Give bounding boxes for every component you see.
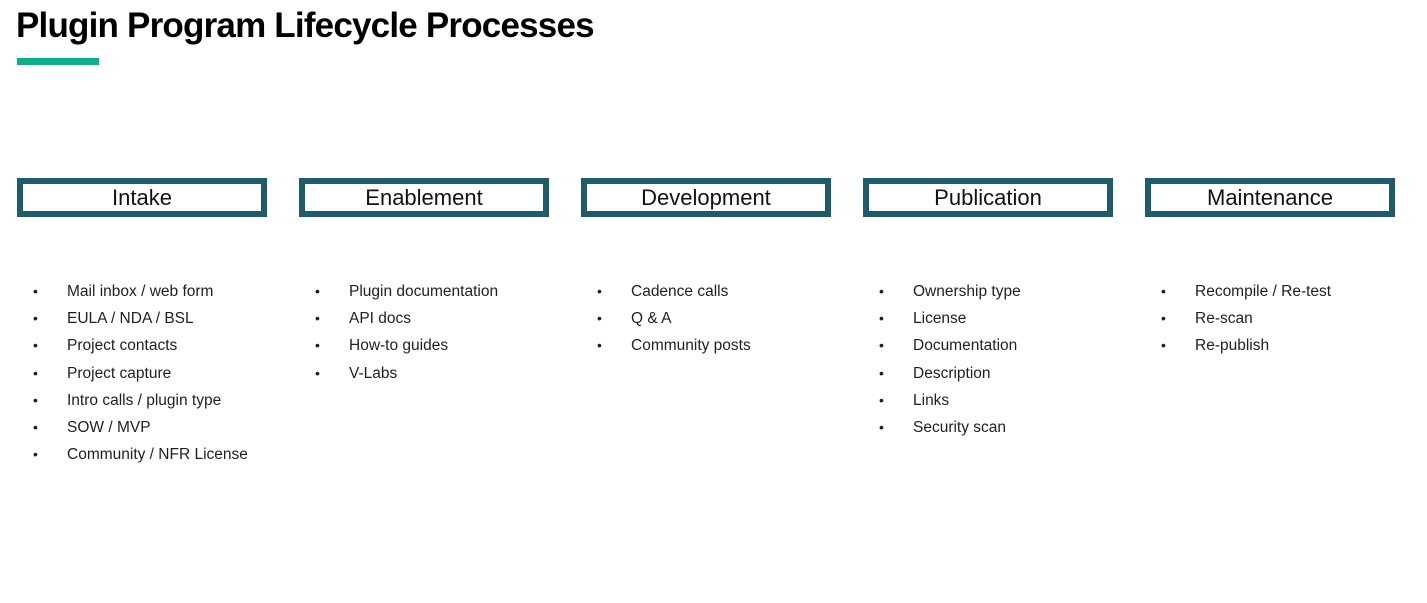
list-item-text: V-Labs — [349, 364, 398, 382]
list-item: • License — [863, 305, 1113, 332]
stage-item-list: • Cadence calls • Q & A • Community posts — [581, 278, 831, 360]
list-item-text: Mail inbox / web form — [67, 283, 214, 300]
list-item: • Security scan — [863, 414, 1113, 441]
list-item: • V-Labs — [299, 360, 549, 387]
list-item-text: Plugin documentation — [349, 283, 499, 300]
list-item-text: Project capture — [67, 364, 172, 382]
stage-header-box-intake: Intake — [17, 178, 267, 217]
title-accent-bar — [17, 58, 99, 65]
stage-column-maintenance: Maintenance • Recompile / Re-test • Re-scan… — [1145, 178, 1395, 468]
bullet-icon: • — [1161, 310, 1166, 327]
stage-item-list: •Mail inbox / web form•EULA / NDA / BSL•… — [17, 278, 267, 468]
stage-column-intake: Intake • Mail inbox / web form • EULA / NDA… — [17, 178, 267, 468]
stage-header-box-enablement: Enablement — [299, 178, 549, 217]
list-item: • SOW / MVP — [17, 414, 267, 441]
list-item: • Recompile / Re-test — [1145, 278, 1395, 305]
stage-header-label: Development — [641, 184, 771, 210]
bullet-icon: • — [315, 310, 320, 327]
bullet-icon: • — [879, 283, 884, 299]
list-item-text: Q & A — [631, 310, 672, 328]
bullet-icon: • — [597, 283, 602, 299]
bullet-icon: • — [33, 391, 38, 408]
stage-column-development: Development • Cadence calls • Q & A • Communi… — [581, 178, 831, 468]
bullet-icon: • — [33, 283, 38, 299]
list-item-text: Community posts — [631, 337, 751, 355]
stage-header-label: Publication — [934, 184, 1042, 210]
list-item: • Intro calls / plugin type — [17, 387, 267, 414]
list-item-text: API docs — [349, 310, 412, 328]
list-item: • Ownership type — [863, 278, 1113, 305]
list-item: • API docs — [299, 305, 549, 332]
list-item: • Plugin documentation — [299, 278, 549, 305]
stage-header-label: Enablement — [365, 184, 483, 210]
list-item: • Cadence calls — [581, 278, 831, 305]
list-item-text: Documentation — [913, 337, 1018, 355]
list-item-text: License — [913, 310, 967, 328]
stage-header-label: Maintenance — [1207, 184, 1333, 210]
list-item: • Community / NFR License — [17, 441, 267, 468]
bullet-icon: • — [315, 337, 320, 354]
stage-item-list: • Recompile / Re-test • Re-scan • Re-publish — [1145, 278, 1395, 360]
list-item: • Q & A — [581, 305, 831, 332]
list-item-text: Links — [913, 391, 950, 409]
bullet-icon: • — [1161, 283, 1166, 299]
bullet-icon: • — [1161, 337, 1166, 354]
bullet-icon: • — [879, 391, 884, 408]
list-item-text: SOW / MVP — [67, 419, 151, 437]
list-item-text: Description — [913, 364, 991, 382]
stage-header-box-publication: Publication — [863, 178, 1113, 217]
list-item: • Re-publish — [1145, 332, 1395, 359]
list-item: • Re-scan — [1145, 305, 1395, 332]
list-item-text: Security scan — [913, 419, 1007, 437]
list-item-text: Re-scan — [1195, 310, 1253, 328]
list-item: • Mail inbox / web form — [17, 278, 267, 305]
list-item-text: How-to guides — [349, 337, 449, 355]
list-item-text: Re-publish — [1195, 337, 1270, 355]
list-item: • How-to guides — [299, 332, 549, 359]
list-item-text: Project contacts — [67, 337, 178, 355]
list-item-text: Ownership type — [913, 283, 1021, 300]
stage-header-label: Intake — [112, 184, 172, 210]
bullet-icon: • — [315, 364, 320, 381]
stage-header-box-maintenance: Maintenance — [1145, 178, 1395, 217]
stage-item-list: • Ownership type • License • Documentation • De… — [863, 278, 1113, 441]
list-item-text: Cadence calls — [631, 283, 729, 300]
stage-column-enablement: Enablement • Plugin documentation • API doc… — [299, 178, 549, 468]
list-item: • Description — [863, 360, 1113, 387]
bullet-icon: • — [33, 310, 38, 327]
bullet-icon: • — [597, 310, 602, 327]
stage-header-box-development: Development — [581, 178, 831, 217]
list-item-text: Community / NFR License — [67, 446, 248, 464]
list-item: • Project capture — [17, 360, 267, 387]
stage-item-list: • Plugin documentation • API docs • How-to gu… — [299, 278, 549, 387]
list-item: • Project contacts — [17, 332, 267, 359]
bullet-icon: • — [33, 337, 38, 354]
list-item-text: Recompile / Re-test — [1195, 283, 1332, 300]
bullet-icon: • — [879, 419, 884, 436]
bullet-icon: • — [879, 364, 884, 381]
page-title: Plugin Program Lifecycle Processes — [16, 6, 595, 45]
list-item: • Documentation — [863, 332, 1113, 359]
bullet-icon: • — [33, 446, 38, 463]
bullet-icon: • — [33, 364, 38, 381]
list-item: • Community posts — [581, 332, 831, 359]
bullet-icon: • — [33, 419, 38, 436]
bullet-icon: • — [879, 310, 884, 327]
bullet-icon: • — [879, 337, 884, 354]
bullet-icon: • — [597, 337, 602, 354]
bullet-icon: • — [315, 283, 320, 299]
columns-row: Intake • Mail inbox / web form • EULA / NDA… — [17, 178, 1395, 468]
list-item: • Links — [863, 387, 1113, 414]
stage-column-publication: Publication • Ownership type • License • Docu… — [863, 178, 1113, 468]
list-item: • EULA / NDA / BSL — [17, 305, 267, 332]
list-item-text: Intro calls / plugin type — [67, 391, 222, 409]
list-item-text: EULA / NDA / BSL — [67, 310, 194, 328]
